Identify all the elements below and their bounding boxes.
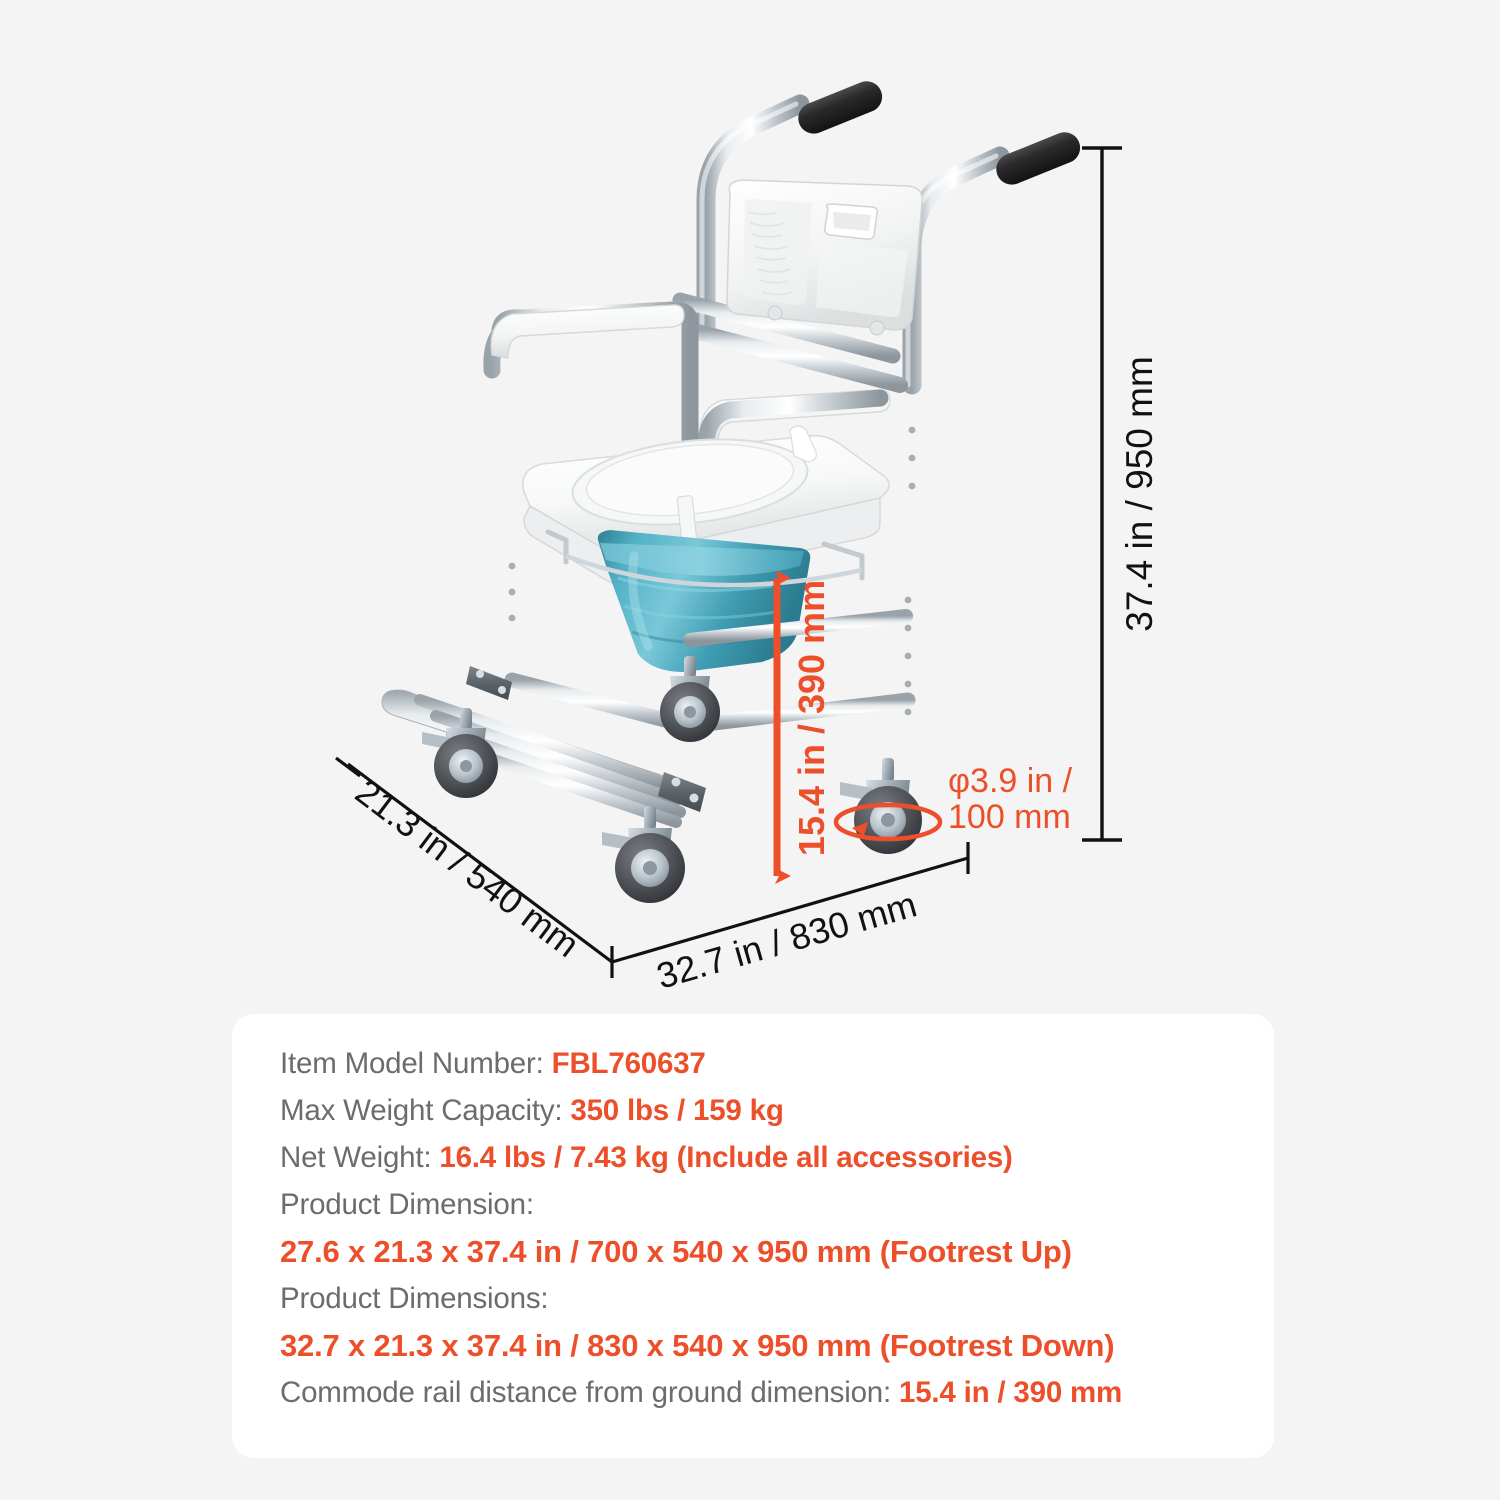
- spec-row: Item Model Number: FBL760637: [280, 1040, 1254, 1087]
- spec-label: Product Dimension:: [280, 1188, 534, 1221]
- spec-value: 15.4 in / 390 mm: [898, 1376, 1123, 1409]
- footprint-dimension-box: [335, 756, 970, 978]
- spec-row: Commode rail distance from ground dimens…: [280, 1369, 1254, 1416]
- spec-row: Max Weight Capacity: 350 lbs / 159 kg: [280, 1087, 1254, 1134]
- spec-value: 16.4 lbs / 7.43 kg (Include all accessor…: [439, 1141, 1013, 1174]
- backrest-panel: [726, 179, 923, 336]
- overall-depth-dimension-label: 21.3 in / 540 mm: [348, 771, 587, 965]
- spec-value: 350 lbs / 159 kg: [570, 1094, 784, 1127]
- spec-value: 32.7 x 21.3 x 37.4 in / 830 x 540 x 950 …: [280, 1328, 1115, 1363]
- spec-row: Product Dimension:: [280, 1181, 1254, 1228]
- spec-label: Commode rail distance from ground dimens…: [280, 1376, 899, 1409]
- spec-row: 27.6 x 21.3 x 37.4 in / 700 x 540 x 950 …: [280, 1228, 1254, 1275]
- overall-height-dimension-line: [1082, 146, 1122, 842]
- overall-height-dimension-label: 37.4 in / 950 mm: [1119, 356, 1160, 632]
- product-diagram: 37.4 in / 950 mm 15.4 in / 390 mm φ3.9 i…: [335, 81, 1160, 997]
- caster-diameter-label-line1: φ3.9 in /: [948, 762, 1073, 800]
- spec-label: Product Dimensions:: [280, 1282, 549, 1315]
- spec-row: Net Weight: 16.4 lbs / 7.43 kg (Include …: [280, 1134, 1254, 1181]
- caster-diameter-ring: [833, 802, 943, 842]
- spec-label: Net Weight:: [280, 1141, 440, 1174]
- spec-row: 32.7 x 21.3 x 37.4 in / 830 x 540 x 950 …: [280, 1322, 1254, 1369]
- spec-row: Product Dimensions:: [280, 1275, 1254, 1322]
- caster-diameter-label-line2: 100 mm: [948, 798, 1071, 836]
- spec-label: Max Weight Capacity:: [280, 1094, 571, 1127]
- commode-bucket: [597, 530, 811, 672]
- spec-value: 27.6 x 21.3 x 37.4 in / 700 x 540 x 950 …: [280, 1234, 1072, 1269]
- spec-value: FBL760637: [551, 1047, 706, 1080]
- spec-label: Item Model Number:: [280, 1047, 552, 1080]
- commode-rail-height-dimension-label: 15.4 in / 390 mm: [791, 580, 832, 856]
- push-handle-grips: [798, 81, 1081, 185]
